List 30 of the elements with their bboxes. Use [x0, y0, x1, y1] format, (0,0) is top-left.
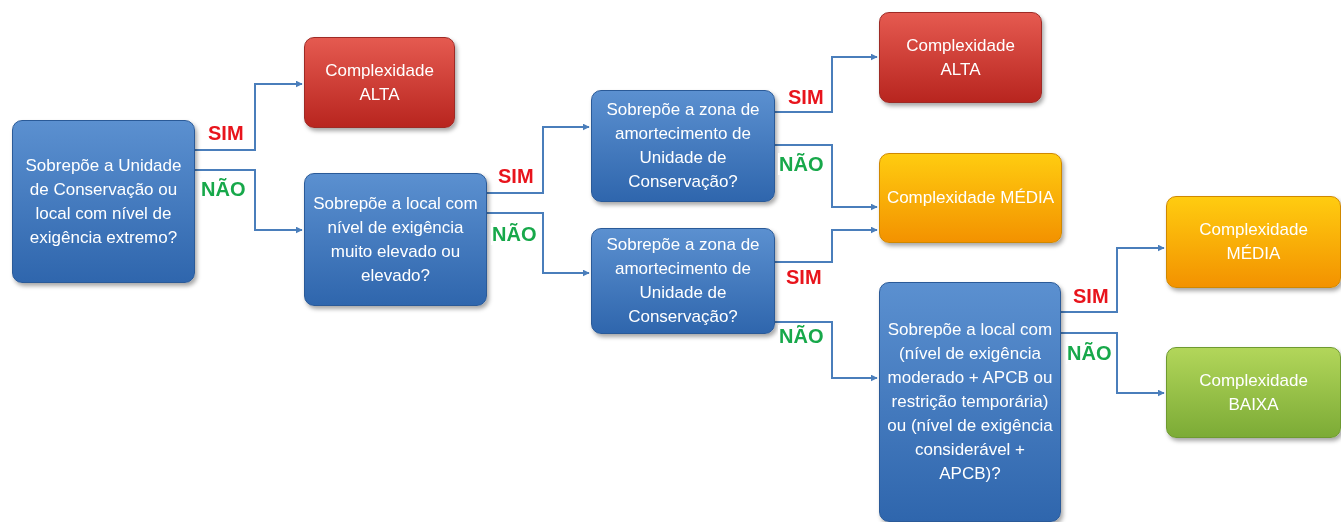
- decision-box: [591, 228, 775, 334]
- node-text: Sobrepõe a local com (nível de exigência moderado + APCB ou restrição temporária) ou (nível de exigência considerável + APCB)?: [886, 319, 1054, 485]
- arrow: [774, 53, 878, 113]
- result-box: [879, 153, 1062, 243]
- node-text: Complexidade BAIXA: [1198, 369, 1309, 416]
- decision-box: [12, 120, 195, 283]
- decision-box: [304, 173, 487, 306]
- node-text: Sobrepõe a local com nível de exigência muito elevado ou elevado?: [312, 192, 479, 287]
- arrow: [194, 80, 303, 151]
- arrow: [486, 123, 590, 194]
- result-box: [879, 12, 1042, 103]
- node-text: Complexidade ALTA: [905, 34, 1016, 81]
- node-text: Sobrepõe a Unidade de Conservação ou local com nível de exigência extremo?: [24, 154, 183, 249]
- arrow: [774, 144, 878, 211]
- decision-box: [879, 282, 1061, 522]
- node-text: Complexidade MÉDIA: [886, 187, 1055, 209]
- result-box: [1166, 347, 1341, 438]
- node-text: Sobrepõe a zona de amortecimento de Unidade de Conservação?: [605, 99, 761, 193]
- arrow: [774, 226, 878, 263]
- arrow: [194, 169, 303, 234]
- arrow: [486, 212, 590, 277]
- node-text: Complexidade MÉDIA: [1198, 219, 1309, 265]
- result-box: [304, 37, 455, 128]
- node-text: Sobrepõe a zona de amortecimento de Unidade de Conservação?: [605, 234, 761, 328]
- arrow: [1060, 332, 1165, 397]
- decision-box: [591, 90, 775, 202]
- node-text: Complexidade ALTA: [324, 59, 435, 106]
- arrow: [1060, 244, 1165, 313]
- arrow: [774, 321, 878, 382]
- result-box: [1166, 196, 1341, 288]
